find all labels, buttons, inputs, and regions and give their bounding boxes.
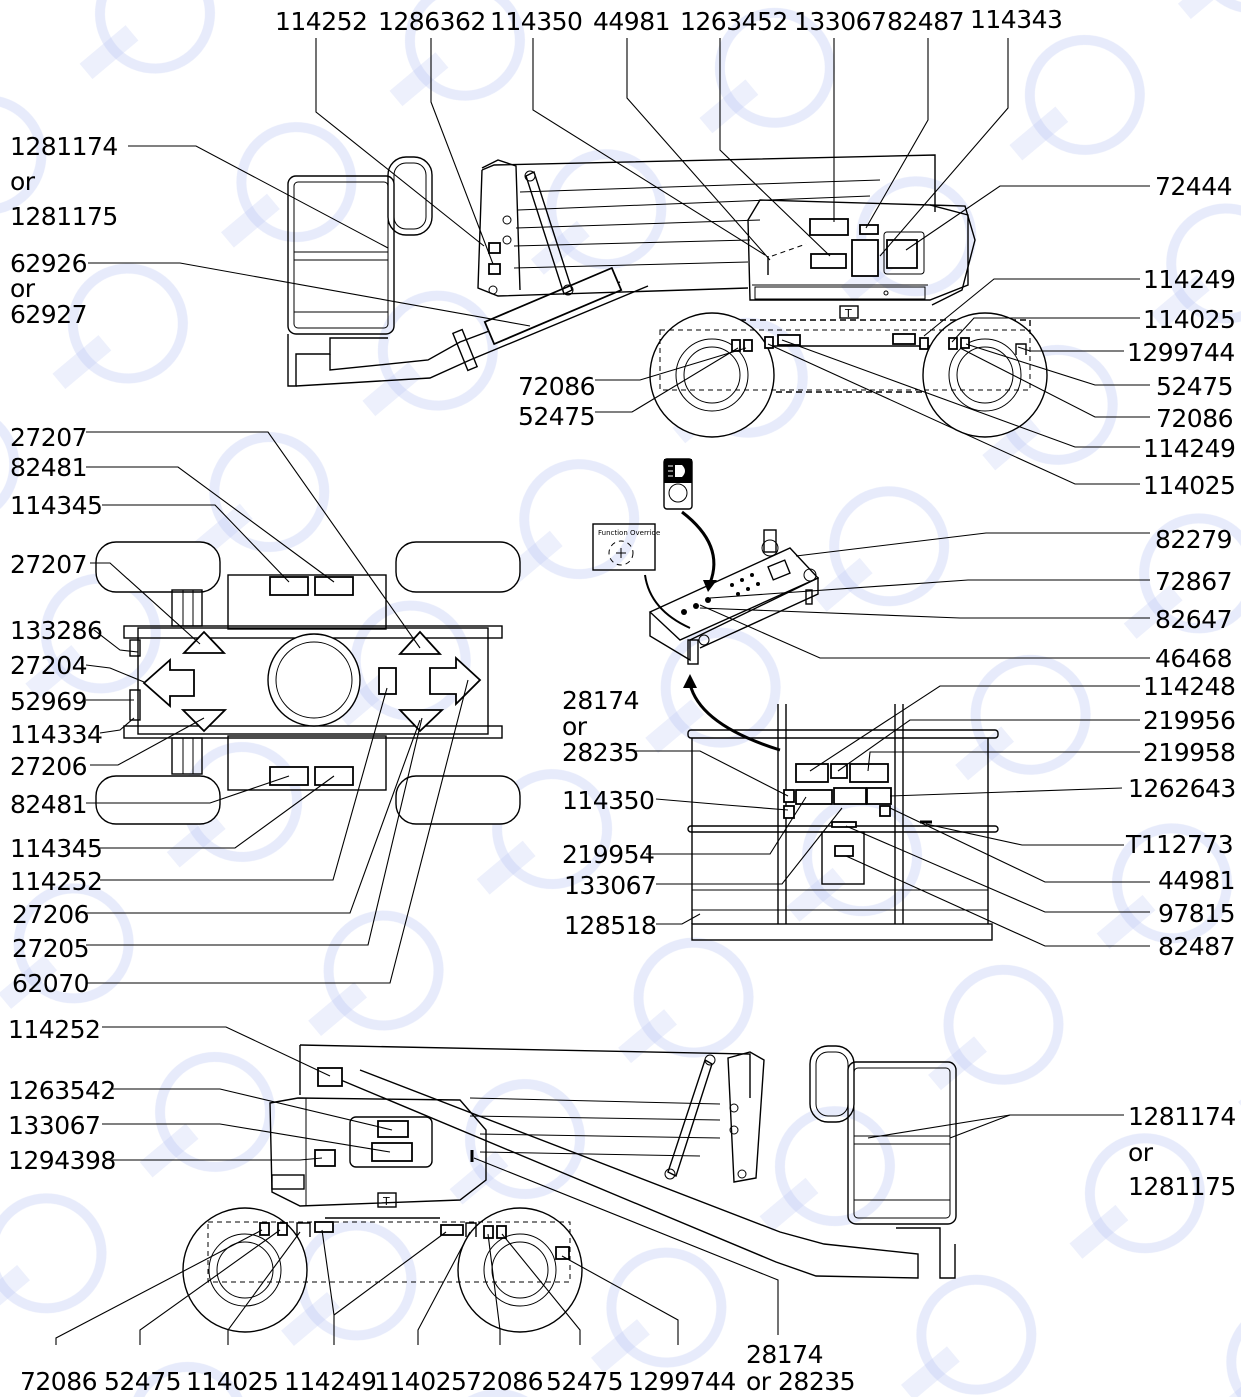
callout-label: T112773 [1125, 830, 1233, 859]
callout-label: or [10, 274, 36, 303]
callout-label: 114343 [970, 5, 1062, 34]
callout-label: 27207 [10, 550, 87, 579]
callout-label: 1281174 [10, 132, 118, 161]
callout-label: 44981 [1158, 866, 1235, 895]
callout-label: or [10, 167, 36, 196]
side-view-top: T [287, 154, 1048, 438]
svg-text:Function Override: Function Override [598, 529, 660, 537]
side-view-bottom: T [182, 1044, 957, 1333]
callout-label: 52969 [10, 687, 87, 716]
callout-label: 114345 [10, 491, 102, 520]
svg-text:T: T [382, 1195, 390, 1208]
callout-label: 62070 [12, 969, 89, 998]
callout-label: 82647 [1155, 605, 1232, 634]
callout-label: or 28235 [746, 1367, 855, 1396]
callout-labels: 114252 1286362 114350 44981 1263452 1330… [8, 5, 1236, 1396]
callout-label: 114249 [1143, 265, 1235, 294]
callout-label: 1286362 [378, 7, 486, 36]
callout-label: 1263542 [8, 1076, 116, 1105]
callout-label: 114350 [562, 786, 654, 815]
plan-view [95, 541, 521, 825]
leader-lines [55, 38, 1150, 1345]
callout-label: 52475 [546, 1367, 623, 1396]
callout-label: 62926 [10, 249, 87, 278]
callout-label: 27204 [10, 651, 87, 680]
callout-label: 97815 [1158, 899, 1235, 928]
callout-label: 1281174 [1128, 1102, 1236, 1131]
callout-label: 28174 [562, 686, 639, 715]
callout-label: 27206 [12, 900, 89, 929]
callout-label: 128518 [564, 911, 656, 940]
callout-label: 28235 [562, 738, 639, 767]
callout-label: 82487 [887, 7, 964, 36]
callout-label: 52475 [104, 1367, 181, 1396]
callout-label: 114252 [10, 867, 102, 896]
callout-label: or [562, 712, 588, 741]
callout-label: 1281175 [10, 202, 118, 231]
callout-label: 114025 [1143, 471, 1235, 500]
callout-label: 27207 [10, 423, 87, 452]
callout-label: 72444 [1155, 172, 1232, 201]
callout-label: 1281175 [1128, 1172, 1236, 1201]
callout-label: 52475 [1156, 372, 1233, 401]
callout-label: 28174 [746, 1340, 823, 1369]
callout-label: 72086 [1156, 404, 1233, 433]
callout-label: 133067 [564, 871, 656, 900]
callout-label: 82481 [10, 453, 87, 482]
callout-label: 72867 [1155, 567, 1232, 596]
callout-label: 114249 [1143, 434, 1235, 463]
callout-label: 1263452 [680, 7, 788, 36]
callout-label: 219958 [1143, 738, 1235, 767]
callout-label: 46468 [1155, 644, 1232, 673]
callout-label: 219954 [562, 840, 654, 869]
callout-label: 52475 [518, 402, 595, 431]
callout-label: 1294398 [8, 1146, 116, 1175]
callout-label: 27205 [12, 934, 89, 963]
callout-label: 114025 [374, 1367, 466, 1396]
callout-label: 219956 [1143, 706, 1235, 735]
callout-label: 82279 [1155, 525, 1232, 554]
callout-label: or [1128, 1138, 1154, 1167]
callout-label: 114248 [1143, 672, 1235, 701]
callout-label: 62927 [10, 300, 87, 329]
svg-text:T: T [844, 307, 852, 320]
callout-label: 114350 [490, 7, 582, 36]
control-panel-view: Function Override [592, 458, 820, 752]
callout-label: 114334 [10, 720, 102, 749]
callout-label: 82481 [10, 790, 87, 819]
callout-label: 133067 [8, 1111, 100, 1140]
callout-label: 114025 [1143, 305, 1235, 334]
callout-label: 114345 [10, 834, 102, 863]
callout-label: 114249 [284, 1367, 376, 1396]
callout-label: 114252 [8, 1015, 100, 1044]
callout-label: 1262643 [1128, 774, 1236, 803]
callout-label: 27206 [10, 752, 87, 781]
callout-label: 72086 [20, 1367, 97, 1396]
callout-label: 82487 [1158, 932, 1235, 961]
callout-label: 1299744 [628, 1367, 736, 1396]
callout-label: 72086 [518, 372, 595, 401]
callout-label: 133067 [794, 7, 886, 36]
callout-label: 72086 [466, 1367, 543, 1396]
basket-view [687, 704, 999, 941]
callout-label: 1299744 [1127, 338, 1235, 367]
callout-label: 114025 [186, 1367, 278, 1396]
callout-label: 114252 [275, 7, 367, 36]
callout-label: 44981 [593, 7, 670, 36]
callout-label: 133286 [10, 616, 102, 645]
